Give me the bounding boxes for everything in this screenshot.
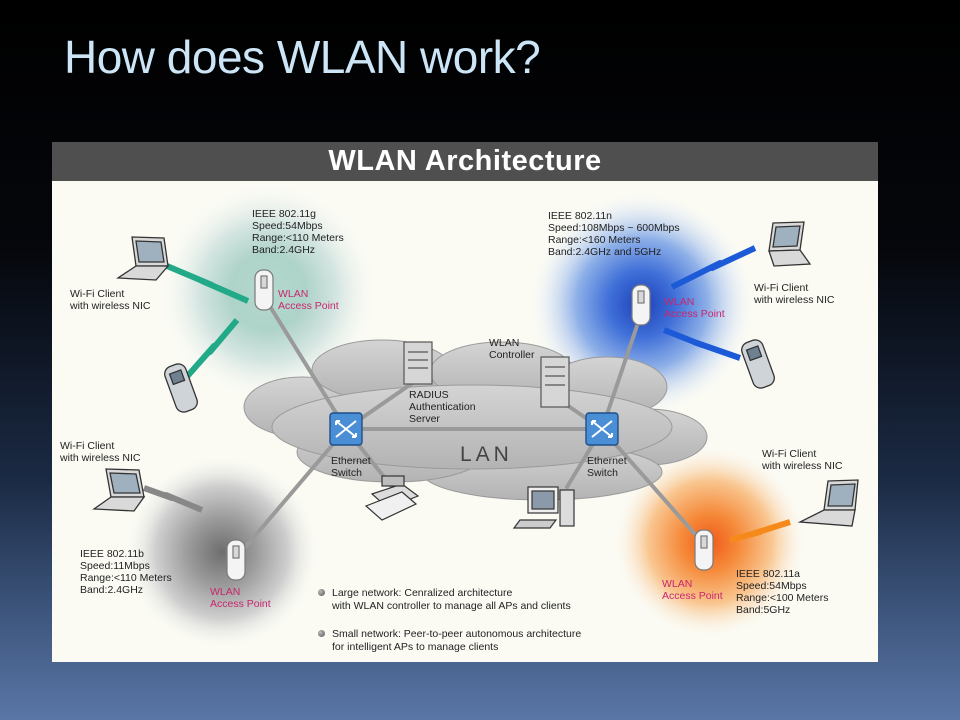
link-switch-ap-b [235,427,348,559]
slide-title: How does WLAN work? [64,31,541,83]
laptop-icon [92,221,859,527]
server-icon [403,341,570,408]
access-point-icon [226,269,714,581]
phone-icon [164,339,775,413]
cloud-icon [243,339,708,501]
printer-icon [364,475,420,521]
coverage-halo-80211b [127,457,317,647]
link-switch-ap-n [600,315,642,431]
bullet-icon [318,589,325,596]
figure-banner: WLAN Architecture [52,142,878,181]
ethernet-switch-icon [329,412,619,446]
note-small-network: Small network: Peer-to-peer autonomous a… [318,628,581,654]
lan-label: LAN [460,443,513,466]
link-switch-ap-a [600,427,704,544]
bullet-icon [318,630,325,637]
diagram-graphics [92,184,859,647]
link-ap-g-switch [264,298,348,431]
desktop-pc-icon [512,486,575,529]
wireless-link-icon [142,245,791,543]
